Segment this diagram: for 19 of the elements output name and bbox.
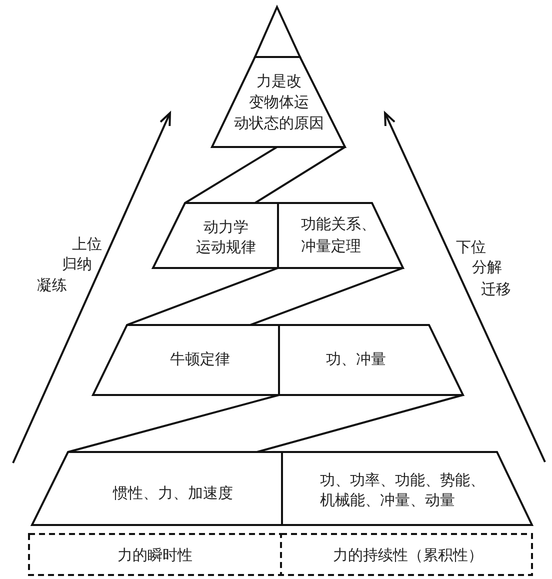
arrow-label: 下位 [456, 239, 486, 258]
dashed-box: 力的持续性（累积性） [279, 532, 534, 577]
pyramid-block: 动力学运动规律 [151, 201, 280, 270]
pyramid-block: 牛顿定律 [91, 323, 281, 397]
arrow-label: 归纳 [62, 256, 92, 275]
arrow-label: 上位 [72, 236, 102, 255]
pyramid-block: 惯性、力、加速度 [30, 450, 284, 527]
connecting-band [126, 267, 404, 326]
apex-triangle [253, 5, 302, 59]
pyramid-block: 功、冲量 [277, 323, 465, 397]
arrow-label: 迁移 [481, 280, 511, 300]
pyramid-block: 功、功率、功能、势能、机械能、冲量、动量 [280, 450, 534, 527]
connecting-band [184, 146, 346, 204]
pyramid-block: 功能关系、冲量定理 [276, 201, 405, 270]
connecting-band [67, 394, 464, 453]
arrow-label: 分解 [472, 259, 502, 278]
dashed-box: 力的瞬时性 [27, 532, 283, 577]
pyramid-block: 力是改变物体运动状态的原因 [210, 55, 347, 149]
arrow-label: 凝练 [37, 276, 67, 296]
